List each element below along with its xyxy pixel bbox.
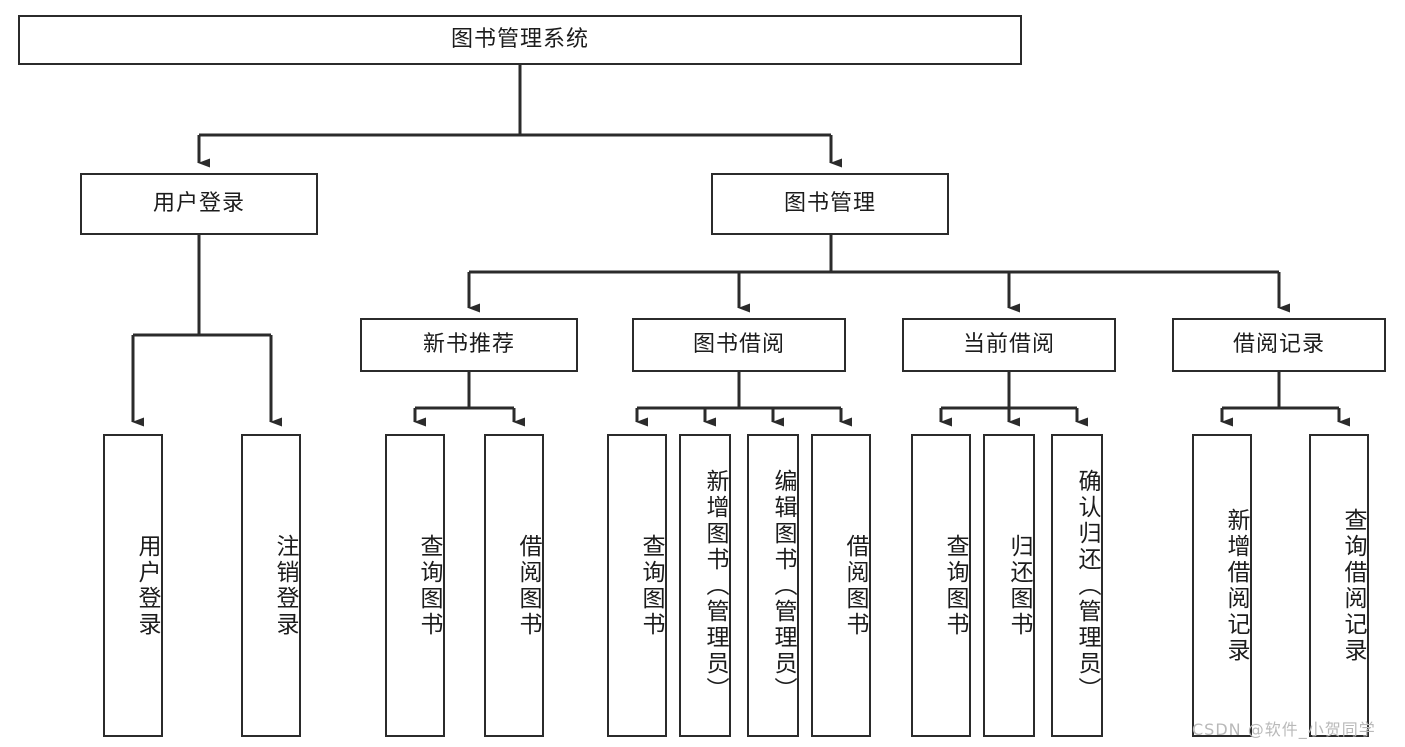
node-label: 图书借阅 bbox=[692, 331, 785, 357]
leaf-current-borrow-return-book[interactable]: 归还图书 bbox=[983, 434, 1035, 737]
watermark-text: CSDN @软件_小贺同学 bbox=[1192, 720, 1376, 739]
node-label: 借阅图书 bbox=[515, 533, 541, 638]
node-borrow-record[interactable]: 借阅记录 bbox=[1172, 318, 1386, 372]
node-label: 借阅记录 bbox=[1232, 331, 1325, 357]
node-label: 确认归还（管理员） bbox=[1074, 468, 1100, 703]
leaf-book-borrow-borrow-book[interactable]: 借阅图书 bbox=[811, 434, 871, 737]
node-new-book-recommend[interactable]: 新书推荐 bbox=[360, 318, 578, 372]
node-label: 当前借阅 bbox=[962, 331, 1055, 357]
node-label: 用户登录 bbox=[134, 533, 160, 638]
leaf-new-book-borrow-book[interactable]: 借阅图书 bbox=[484, 434, 544, 737]
leaf-book-borrow-query-book[interactable]: 查询图书 bbox=[607, 434, 667, 737]
leaf-current-borrow-query-book[interactable]: 查询图书 bbox=[911, 434, 971, 737]
node-current-borrow[interactable]: 当前借阅 bbox=[902, 318, 1116, 372]
leaf-new-book-query-book[interactable]: 查询图书 bbox=[385, 434, 445, 737]
node-label: 查询图书 bbox=[942, 533, 968, 638]
node-root-book-management-system[interactable]: 图书管理系统 bbox=[18, 15, 1022, 65]
leaf-borrow-record-add-record[interactable]: 新增借阅记录 bbox=[1192, 434, 1252, 737]
leaf-current-borrow-confirm-return-admin[interactable]: 确认归还（管理员） bbox=[1051, 434, 1103, 737]
leaf-borrow-record-query-record[interactable]: 查询借阅记录 bbox=[1309, 434, 1369, 737]
node-label: 新增借阅记录 bbox=[1223, 507, 1249, 664]
node-label: 借阅图书 bbox=[842, 533, 868, 638]
node-label: 查询图书 bbox=[416, 533, 442, 638]
node-label: 图书管理系统 bbox=[450, 26, 589, 52]
leaf-user-login-logout[interactable]: 注销登录 bbox=[241, 434, 301, 737]
leaf-book-borrow-add-book-admin[interactable]: 新增图书（管理员） bbox=[679, 434, 731, 737]
node-label: 查询图书 bbox=[638, 533, 664, 638]
node-book-management[interactable]: 图书管理 bbox=[711, 173, 949, 235]
leaf-user-login-login[interactable]: 用户登录 bbox=[103, 434, 163, 737]
node-user-login[interactable]: 用户登录 bbox=[80, 173, 318, 235]
node-book-borrow[interactable]: 图书借阅 bbox=[632, 318, 846, 372]
node-label: 新增图书（管理员） bbox=[702, 468, 728, 703]
csdn-watermark: CSDN @软件_小贺同学 bbox=[1192, 716, 1376, 740]
node-label: 新书推荐 bbox=[422, 331, 515, 357]
node-label: 编辑图书（管理员） bbox=[770, 468, 796, 703]
node-label: 查询借阅记录 bbox=[1340, 507, 1366, 664]
node-label: 注销登录 bbox=[272, 533, 298, 638]
node-label: 归还图书 bbox=[1006, 533, 1032, 638]
node-label: 用户登录 bbox=[152, 190, 245, 216]
node-label: 图书管理 bbox=[783, 190, 876, 216]
leaf-book-borrow-edit-book-admin[interactable]: 编辑图书（管理员） bbox=[747, 434, 799, 737]
